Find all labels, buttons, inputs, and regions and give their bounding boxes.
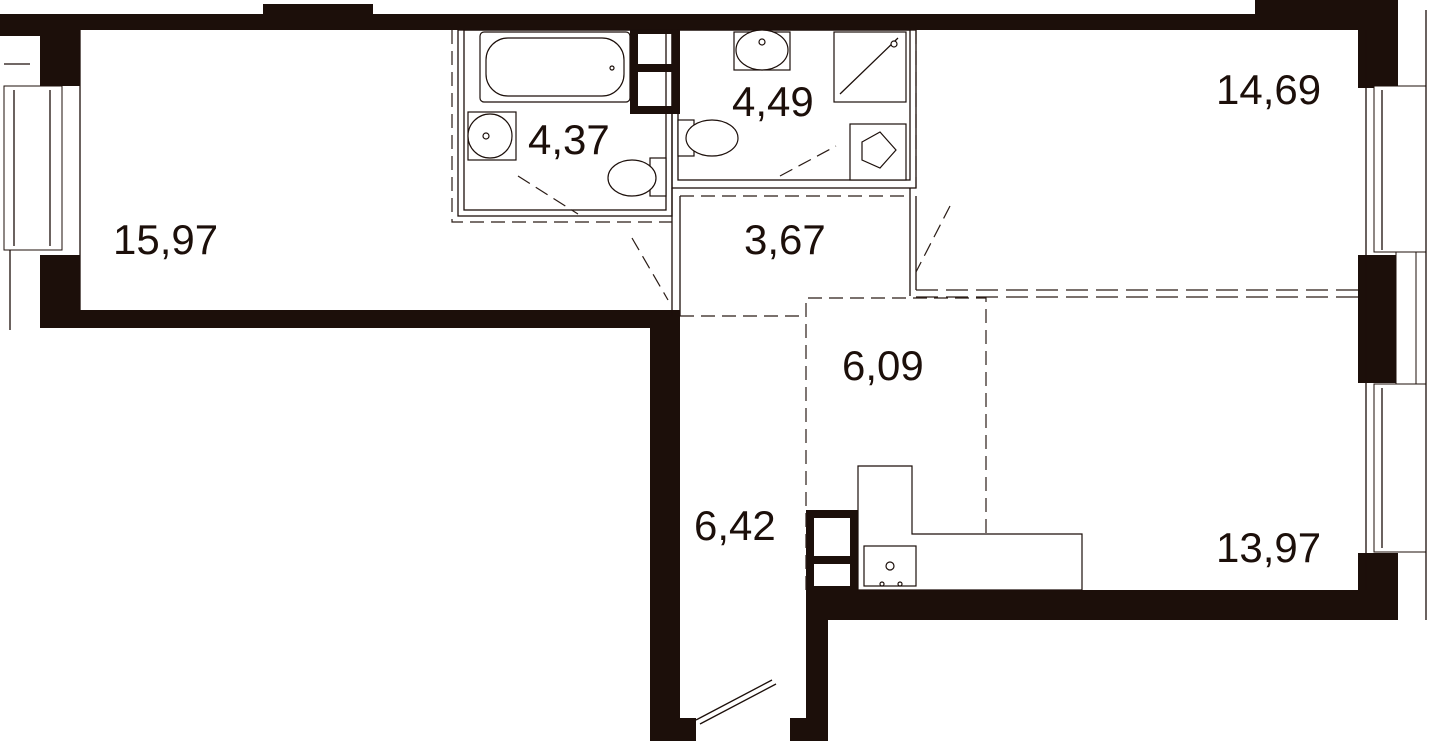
area-label-living-room: 15,97 <box>113 216 218 263</box>
area-label-kitchen-zone: 6,09 <box>842 342 924 389</box>
door-jamb-right <box>790 718 810 741</box>
washing-machine-drum <box>861 131 897 169</box>
entrance-door-leaf <box>695 679 773 721</box>
kitchen-shaft <box>806 510 858 594</box>
area-label-living-kitchen: 13,97 <box>1216 524 1321 571</box>
entrance-door-leaf-edge <box>699 683 777 725</box>
shower-toilet-bowl <box>685 119 739 157</box>
right-wall-upper <box>1358 16 1398 88</box>
bathroom-toilet-bowl <box>607 159 657 197</box>
left-window <box>3 85 63 251</box>
shower-drain <box>890 40 898 48</box>
bathroom-door-swing <box>517 175 579 215</box>
kitchen-sink-drain-2 <box>897 581 903 587</box>
fixtures <box>467 29 1083 591</box>
area-label-bathroom: 4,37 <box>528 116 610 163</box>
kitchen-sink-tap <box>885 561 895 571</box>
doors <box>517 145 951 725</box>
kitchen-zone-outline <box>805 297 987 590</box>
left-wall-upper <box>40 30 80 86</box>
area-label-bedroom: 14,69 <box>1216 66 1321 113</box>
bathroom-dash-outline <box>451 30 672 223</box>
shower-sink-tap <box>758 38 766 46</box>
corridor-left-wall <box>650 310 680 741</box>
partitions <box>79 29 1367 590</box>
right-window-lower <box>1373 383 1427 553</box>
bathroom-sink-tap <box>482 132 490 140</box>
door-jamb-left <box>678 718 696 741</box>
right-window-balcony <box>1395 251 1417 387</box>
bottom-right-wall <box>806 590 1398 620</box>
bathroom-sink <box>467 113 513 159</box>
zone-lines <box>451 30 1360 590</box>
area-label-hallway: 3,67 <box>744 216 826 263</box>
area-label-entrance-hall: 6,42 <box>694 502 776 549</box>
bathtub-drain <box>609 65 615 71</box>
area-labels: 15,97 4,37 4,49 14,69 3,67 6,09 6,42 13,… <box>113 66 1321 571</box>
kitchen-sink-drain-1 <box>879 581 885 587</box>
bathtub-basin <box>485 37 625 97</box>
corridor-right-wall <box>806 592 828 741</box>
bathroom-partition-inner <box>463 29 667 211</box>
walls <box>0 0 1398 741</box>
bedroom-door-swing <box>915 205 951 273</box>
top-wall-segment <box>263 4 373 16</box>
shower-tray-diagonal <box>839 37 899 95</box>
living-room-door-swing <box>631 237 669 301</box>
windows <box>3 10 1427 620</box>
top-wall <box>0 14 1398 30</box>
area-label-shower-room: 4,49 <box>732 78 814 125</box>
left-room-bottom-wall <box>40 310 680 328</box>
shower-sink <box>735 29 789 71</box>
right-wall-middle <box>1358 255 1398 383</box>
shower-door-swing <box>779 145 837 177</box>
right-wall-lower <box>1358 553 1398 619</box>
shower-room-partition-inner <box>677 29 911 181</box>
